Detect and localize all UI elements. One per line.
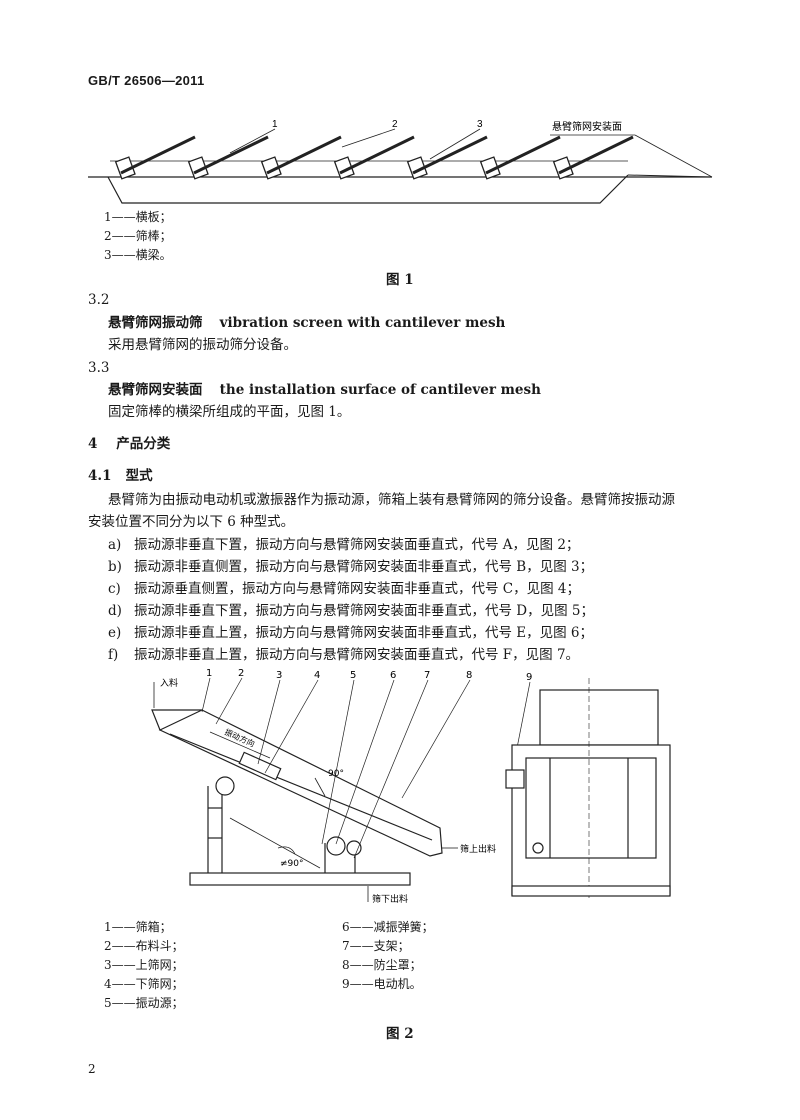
- section-4-number: 4: [88, 436, 98, 452]
- fig1-callout-1: 1: [272, 119, 278, 130]
- fig2-legend-item: 1——筛箱；: [104, 920, 172, 934]
- fig2-legend-item: 3——上筛网；: [104, 958, 184, 972]
- term-en: the installation surface of cantilever m…: [219, 382, 541, 398]
- fig2-callout-6: 6: [390, 670, 396, 681]
- fig2-callout-2: 2: [238, 668, 244, 679]
- angle-not-90-label: ≠90°: [280, 859, 304, 869]
- under-screen-outlet-label: 筛下出料: [372, 893, 408, 905]
- fig2-legend-item: 8——防尘罩；: [342, 958, 422, 972]
- section-3-2-term: 悬臂筛网振动筛 vibration screen with cantilever…: [108, 313, 505, 333]
- section-4-1-para-line1: 悬臂筛为由振动电动机或激振器作为振动源，筛箱上装有悬臂筛网的筛分设备。悬臂筛按振…: [108, 492, 675, 508]
- term-cn: 悬臂筛网振动筛: [108, 315, 203, 331]
- list-item: c)振动源垂直侧置，振动方向与悬臂筛网安装面非垂直式，代号 C，见图 4；: [108, 581, 581, 597]
- fig2-legend-item: 7——支架；: [342, 939, 410, 953]
- fig2-callout-5: 5: [350, 670, 356, 681]
- figure2-caption: 图 2: [386, 1026, 414, 1042]
- fig2-callout-3: 3: [276, 670, 282, 681]
- section-3-3-number: 3.3: [88, 360, 110, 376]
- fig2-callout-8: 8: [466, 670, 472, 681]
- section-4-1-heading: 4.1 型式: [88, 466, 153, 486]
- term-cn: 悬臂筛网安装面: [108, 382, 203, 398]
- fig2-callout-7: 7: [424, 670, 430, 681]
- fig2-legend-item: 6——减振弹簧；: [342, 920, 434, 934]
- figure2-legend-left: 1——筛箱； 2——布料斗； 3——上筛网； 4——下筛网； 5——振动源；: [104, 918, 184, 1013]
- fig2-callout-1: 1: [206, 668, 212, 679]
- fig1-callout-2: 2: [392, 119, 398, 130]
- figure1-caption: 图 1: [386, 272, 414, 288]
- section-4-title: 产品分类: [116, 436, 171, 452]
- figure1-legend: 1——横板； 2——筛棒； 3——横梁。: [104, 208, 172, 265]
- section-3-2-definition: 采用悬臂筛网的振动筛分设备。: [108, 337, 297, 353]
- fig2-legend-item: 5——振动源；: [104, 996, 184, 1010]
- section-4-heading: 4 产品分类: [88, 434, 170, 454]
- type-list: a)振动源非垂直下置，振动方向与悬臂筛网安装面垂直式，代号 A，见图 2； b)…: [108, 534, 594, 666]
- section-4-1-number: 4.1: [88, 468, 112, 484]
- fig1-install-surface-label: 悬臂筛网安装面: [552, 120, 622, 133]
- fig2-callout-4: 4: [314, 670, 320, 681]
- figure2-diagram: 入料 振动方向 90° ≠90° 筛上出料 筛下出料 1 2 3 4 5 6 7…: [151, 668, 671, 905]
- term-en: vibration screen with cantilever mesh: [219, 315, 506, 331]
- inlet-label: 入料: [160, 677, 178, 689]
- list-item: e)振动源非垂直上置，振动方向与悬臂筛网安装面非垂直式，代号 E，见图 6；: [108, 625, 594, 641]
- section-3-3-term: 悬臂筛网安装面 the installation surface of cant…: [108, 380, 541, 400]
- fig2-legend-item: 4——下筛网；: [104, 977, 184, 991]
- fig2-legend-item: 2——布料斗；: [104, 939, 184, 953]
- angle-90-label: 90°: [328, 769, 344, 779]
- fig2-callout-9: 9: [526, 672, 532, 683]
- fig1-legend-item: 2——筛棒；: [104, 229, 172, 243]
- fig1-legend-item: 1——横板；: [104, 210, 172, 224]
- figure1-diagram: 1 2 3 悬臂筛网安装面: [88, 119, 713, 204]
- fig1-callout-3: 3: [477, 119, 483, 130]
- list-item: d)振动源非垂直下置，振动方向与悬臂筛网安装面非垂直式，代号 D，见图 5；: [108, 603, 594, 619]
- figure2-legend-right: 6——减振弹簧； 7——支架； 8——防尘罩； 9——电动机。: [342, 918, 434, 994]
- standard-number: GB/T 26506—2011: [88, 73, 205, 88]
- fig2-legend-item: 9——电动机。: [342, 977, 422, 991]
- list-item: b)振动源非垂直侧置，振动方向与悬臂筛网安装面非垂直式，代号 B，见图 3；: [108, 559, 594, 575]
- section-4-1-title: 型式: [125, 468, 153, 484]
- over-screen-outlet-label: 筛上出料: [460, 843, 496, 855]
- page-number: 2: [88, 1062, 96, 1076]
- section-3-2-number: 3.2: [88, 292, 110, 308]
- fig1-legend-item: 3——横梁。: [104, 248, 172, 262]
- section-3-3-definition: 固定筛棒的横梁所组成的平面，见图 1。: [108, 404, 351, 420]
- section-4-1-para-line2: 安装位置不同分为以下 6 种型式。: [88, 514, 295, 530]
- list-item: a)振动源非垂直下置，振动方向与悬臂筛网安装面垂直式，代号 A，见图 2；: [108, 537, 580, 553]
- list-item: f)振动源非垂直上置，振动方向与悬臂筛网安装面垂直式，代号 F，见图 7。: [108, 647, 580, 663]
